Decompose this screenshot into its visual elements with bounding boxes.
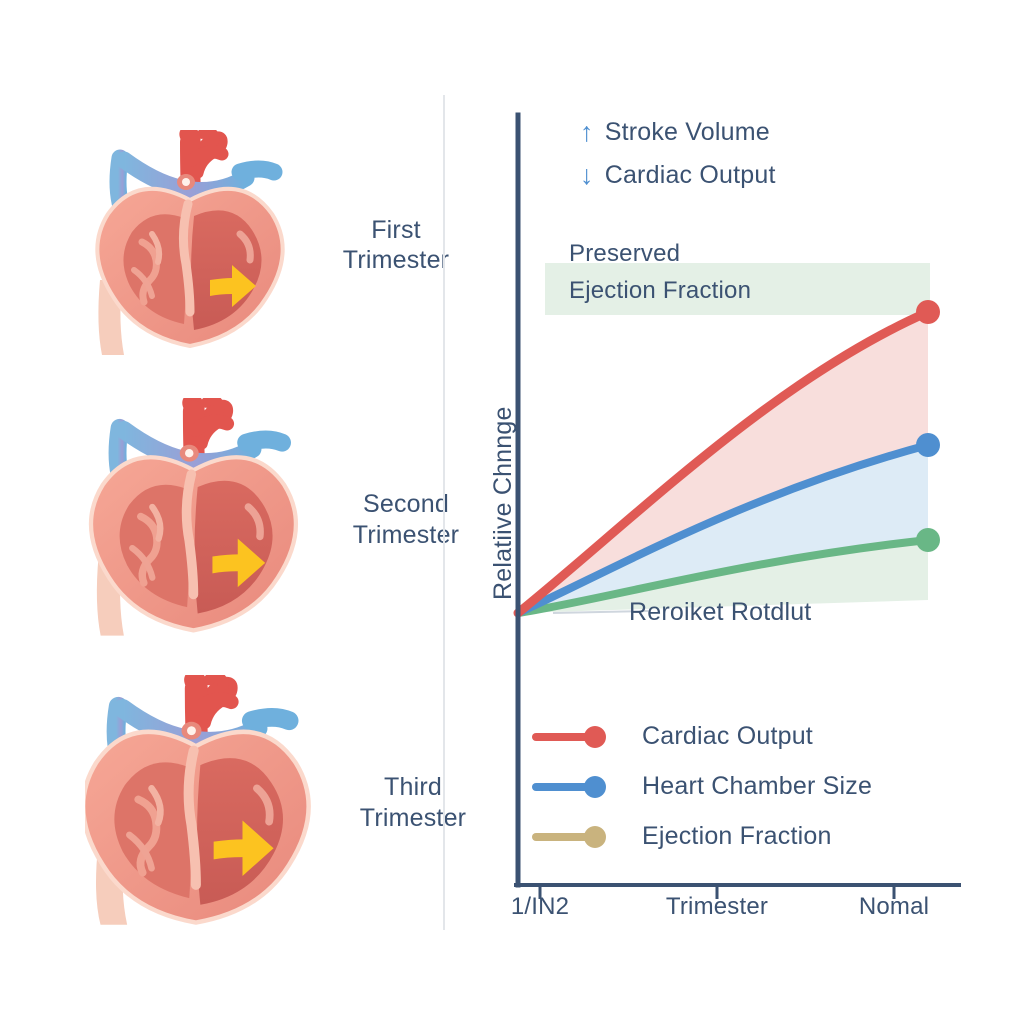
arrow-up-icon: ↑ bbox=[580, 117, 594, 147]
heart-chamber-area bbox=[518, 445, 928, 613]
chart-panel: ↑ Stroke Volume ↓ Cardiac Output Preserv… bbox=[443, 0, 1024, 1024]
y-axis-label: Relatiive Chnnge bbox=[489, 406, 517, 600]
callout-cardiac-output-label: Cardiac Output bbox=[604, 161, 776, 189]
heart-illustration-3 bbox=[80, 670, 329, 930]
legend-dot-ejection-fraction bbox=[584, 826, 606, 848]
series-line-ejection-fraction bbox=[514, 536, 932, 617]
callout-cardiac-output: ↓ Cardiac Output bbox=[580, 161, 776, 190]
preserved-ef-band bbox=[545, 263, 930, 315]
relative-change-chart bbox=[513, 112, 961, 899]
arrow-down-icon: ↓ bbox=[580, 160, 594, 190]
band-caption-line1: Preserved bbox=[569, 240, 681, 267]
cardiac-output-area bbox=[518, 312, 928, 613]
legend-label-heart-chamber-size[interactable]: Heart Chamber Size bbox=[642, 772, 873, 800]
stage-label-first: First Trimester bbox=[342, 215, 450, 275]
callout-stroke-volume-label: Stroke Volume bbox=[604, 118, 770, 146]
baseline-line bbox=[552, 610, 649, 614]
callout-stroke-volume: ↑ Stroke Volume bbox=[580, 118, 770, 147]
heart-stages-panel: First Trimester bbox=[0, 0, 466, 1024]
endpoint-marker-cardiac-output bbox=[916, 300, 940, 324]
heart-illustration-2 bbox=[88, 393, 320, 641]
endpoint-marker-heart-chamber-size bbox=[916, 433, 940, 457]
x-tick-label-1: 1/IN2 bbox=[510, 893, 570, 920]
x-tick-label-3: Nomal bbox=[858, 893, 930, 920]
stage-third-trimester: Third Trimester bbox=[80, 670, 487, 930]
stage-second-trimester: Second Trimester bbox=[88, 393, 480, 641]
series-line-cardiac-output bbox=[513, 307, 933, 618]
band-caption-line2: Ejection Fraction bbox=[569, 277, 752, 304]
stage-label-third: Third Trimester bbox=[359, 773, 467, 832]
x-tick-label-2: Trimester bbox=[665, 893, 769, 920]
heart-illustration-1 bbox=[90, 125, 310, 360]
endpoint-marker-ejection-fraction bbox=[916, 528, 940, 552]
stage-first-trimester: First Trimester bbox=[90, 125, 466, 360]
legend-dot-cardiac-output bbox=[584, 726, 606, 748]
series-line-heart-chamber-size bbox=[514, 441, 932, 617]
legend-dot-heart-chamber-size bbox=[584, 776, 606, 798]
panel-divider bbox=[443, 95, 445, 930]
legend-label-ejection-fraction[interactable]: Ejection Fraction bbox=[642, 822, 832, 850]
legend-label-cardiac-output[interactable]: Cardiac Output bbox=[642, 722, 813, 750]
stage-label-second: Second Trimester bbox=[352, 490, 460, 549]
baseline-label: Reroiket Rotdlut bbox=[629, 598, 812, 626]
